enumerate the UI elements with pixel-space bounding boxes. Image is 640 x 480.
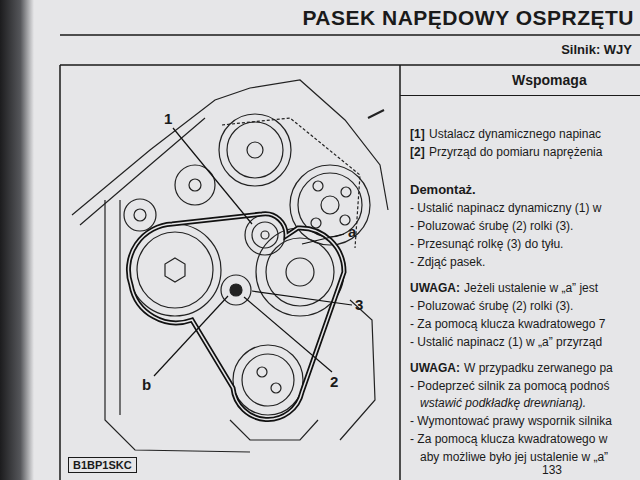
callout-letter: b bbox=[142, 376, 151, 393]
figure-code-box: B1BP1SKC bbox=[68, 457, 137, 473]
page-title: PASEK NAPĘDOWY OSPRZĘTU bbox=[302, 6, 634, 30]
callout-number: 2 bbox=[330, 373, 338, 390]
section-heading: Demontaż. bbox=[410, 183, 476, 198]
callout-number: 3 bbox=[355, 296, 363, 313]
tool-ref: [1] bbox=[410, 128, 425, 142]
callout-letter: a bbox=[348, 223, 356, 240]
step-text: - Podeprzeć silnik za pomocą podnoś bbox=[410, 380, 609, 394]
page-number: 133 bbox=[542, 464, 562, 478]
step-text: - Za pomocą klucza kwadratowego 7 bbox=[410, 318, 605, 332]
note-text: Jeżeli ustalenie w „a” jest bbox=[464, 282, 598, 296]
note-heading: UWAGA: bbox=[410, 282, 460, 296]
node-text: Wspomaga bbox=[512, 72, 640, 88]
header-band: Wspomaga bbox=[400, 66, 640, 96]
step-text: - Poluzować śrubę (2) rolki (3). bbox=[410, 220, 573, 234]
note-heading: UWAGA: bbox=[410, 362, 460, 376]
node-text: B1BP1SKC bbox=[73, 459, 132, 471]
header-band: Silnik: WJY bbox=[60, 37, 640, 64]
step-text: - Ustalić napinacz (1) w „a” przyrząd bbox=[410, 336, 602, 350]
tool-ref: [2] bbox=[410, 146, 425, 160]
step-text: - Zdjąć pasek. bbox=[410, 256, 485, 270]
callout-number: 1 bbox=[164, 110, 172, 127]
step-text: - Za pomocą klucza kwadratowego w bbox=[410, 433, 607, 447]
step-text: - Wymontować prawy wspornik silnika bbox=[410, 415, 612, 429]
node-text: Silnik: WJY bbox=[60, 42, 632, 57]
tool-text: Przyrząd do pomiaru naprężenia bbox=[429, 146, 602, 160]
step-text: - Ustalić napinacz dynamiczny (1) w bbox=[410, 202, 601, 216]
note-text: W przypadku zerwanego pa bbox=[464, 362, 613, 376]
step-text: wstawić podkładkę drewnianą). bbox=[420, 397, 586, 411]
step-text: aby możliwe było jej ustalenie w „a” bbox=[420, 451, 608, 465]
step-text: - Poluzować śrubę (2) rolki (3). bbox=[410, 300, 573, 314]
step-text: - Przesunąć rolkę (3) do tyłu. bbox=[410, 238, 563, 252]
tool-text: Ustalacz dynamicznego napinac bbox=[429, 128, 601, 142]
